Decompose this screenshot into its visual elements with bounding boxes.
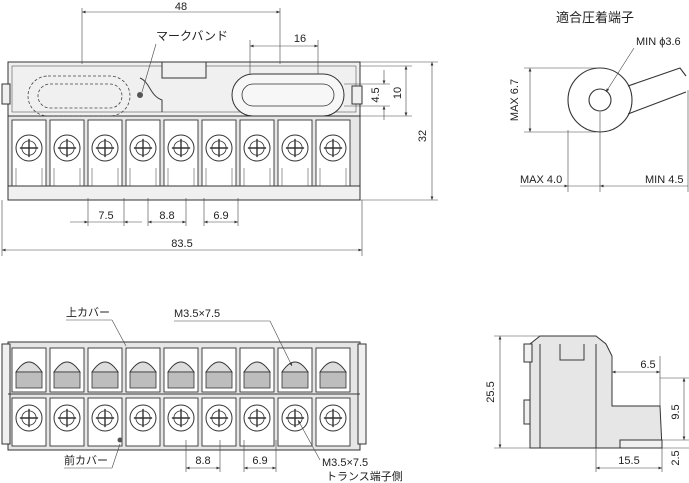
side-dim-25-5: 25.5 (485, 381, 497, 402)
side-view-dimensions: 25.5 6.5 9.5 2.5 15.5 (485, 335, 689, 472)
top-terminal-screw-slot (285, 138, 305, 158)
crimp-terminal-title: 適合圧着端子 (556, 10, 634, 26)
front-view-labels: 上カバー M3.5×7.5 前カバー 8.8 6.9 M3.5×7.5 トランス… (64, 306, 403, 483)
front-upper-washer (91, 371, 119, 389)
top-terminal-screw-slot (171, 138, 191, 158)
side-top-lip (523, 343, 533, 363)
side-view (523, 335, 663, 449)
top-terminal-screw-slot (57, 138, 77, 158)
top-view-dimensions: 48 16 マークバンド 4.5 10 32 7.5 (1, 1, 438, 256)
right-tab (351, 85, 363, 105)
top-terminal-row (11, 119, 351, 187)
side-view-details (539, 344, 597, 448)
front-upper-washer (129, 371, 157, 389)
front-lower-screw-slot (171, 408, 191, 428)
dim-83-5: 83.5 (171, 238, 192, 250)
top-dim-7-5: 7.5 (98, 210, 113, 222)
dim-48: 48 (175, 1, 187, 13)
mark-band-dot (137, 92, 143, 98)
screw-spec-bottom: M3.5×7.5 (322, 457, 368, 469)
top-terminal-screw-slot (247, 138, 267, 158)
mark-band-slot-left-inner (37, 83, 123, 109)
top-terminal-screw-slot (133, 138, 153, 158)
front-lower-screw-slot (57, 408, 77, 428)
front-upper-washer (319, 371, 347, 389)
side-mid-lip (523, 399, 531, 425)
dim-16: 16 (294, 33, 306, 45)
front-dim-6-9: 6.9 (252, 455, 267, 467)
crimp-terminal-view: 適合圧着端子 MIN ϕ3.6 MAX 6.7 MAX 4.0 MIN 4.5 (509, 10, 689, 192)
front-view (1, 341, 367, 451)
front-lower-screw-slot (95, 408, 115, 428)
top-terminal-screw-slot (95, 138, 115, 158)
mark-band-slot-right-inner (241, 83, 335, 107)
side-dim-6-5: 6.5 (640, 359, 655, 371)
top-cover-label: 上カバー (66, 306, 110, 319)
crimp-hole (588, 88, 612, 112)
front-lower-screw-slot (19, 408, 39, 428)
top-terminal-screw-slot (19, 138, 39, 158)
mark-band-slot-right (231, 73, 345, 117)
front-cover-label: 前カバー (64, 453, 108, 467)
dim-10: 10 (392, 87, 404, 99)
crimp-min-4-5: MIN 4.5 (645, 174, 684, 186)
crimp-max-width: MAX 6.7 (509, 79, 521, 121)
side-dim-2-5: 2.5 (670, 450, 682, 465)
top-view-bottom-lip (7, 185, 361, 201)
front-lower-screw-slot (133, 408, 153, 428)
top-view-notch (161, 61, 207, 79)
top-terminal-screw-slot (209, 138, 229, 158)
left-tab (1, 83, 11, 105)
front-upper-washer (15, 371, 43, 389)
front-upper-terminal-row (11, 347, 351, 393)
side-dim-15-5: 15.5 (618, 455, 639, 467)
side-dim-9-5: 9.5 (670, 404, 682, 419)
crimp-max-4-0: MAX 4.0 (520, 174, 562, 186)
crimp-min-hole: MIN ϕ3.6 (636, 36, 681, 48)
top-dim-8-8: 8.8 (159, 210, 174, 222)
crimp-barrel (627, 67, 687, 115)
front-upper-washer (53, 371, 81, 389)
front-lower-screw-slot (247, 408, 267, 428)
trans-side-label: トランス端子側 (326, 470, 403, 483)
top-terminal-screw-slot (323, 138, 343, 158)
top-dim-6-9: 6.9 (213, 210, 228, 222)
front-upper-washer (243, 371, 271, 389)
mark-band-label: マークバンド (156, 29, 228, 43)
front-lower-screw-slot (323, 408, 343, 428)
front-lower-terminal-row (11, 397, 351, 447)
dim-32: 32 (417, 130, 429, 142)
front-lower-screw-slot (285, 408, 305, 428)
front-upper-washer (205, 371, 233, 389)
mark-band-slot-left (27, 75, 131, 117)
latch-curve (139, 77, 163, 112)
front-lower-screw-slot (209, 408, 229, 428)
front-upper-washer (167, 371, 195, 389)
side-foot (619, 439, 663, 449)
dim-4-5: 4.5 (370, 87, 382, 102)
front-upper-washer (281, 371, 309, 389)
top-view (1, 61, 363, 201)
screw-spec-top: M3.5×7.5 (174, 308, 220, 320)
front-dim-8-8: 8.8 (195, 455, 210, 467)
